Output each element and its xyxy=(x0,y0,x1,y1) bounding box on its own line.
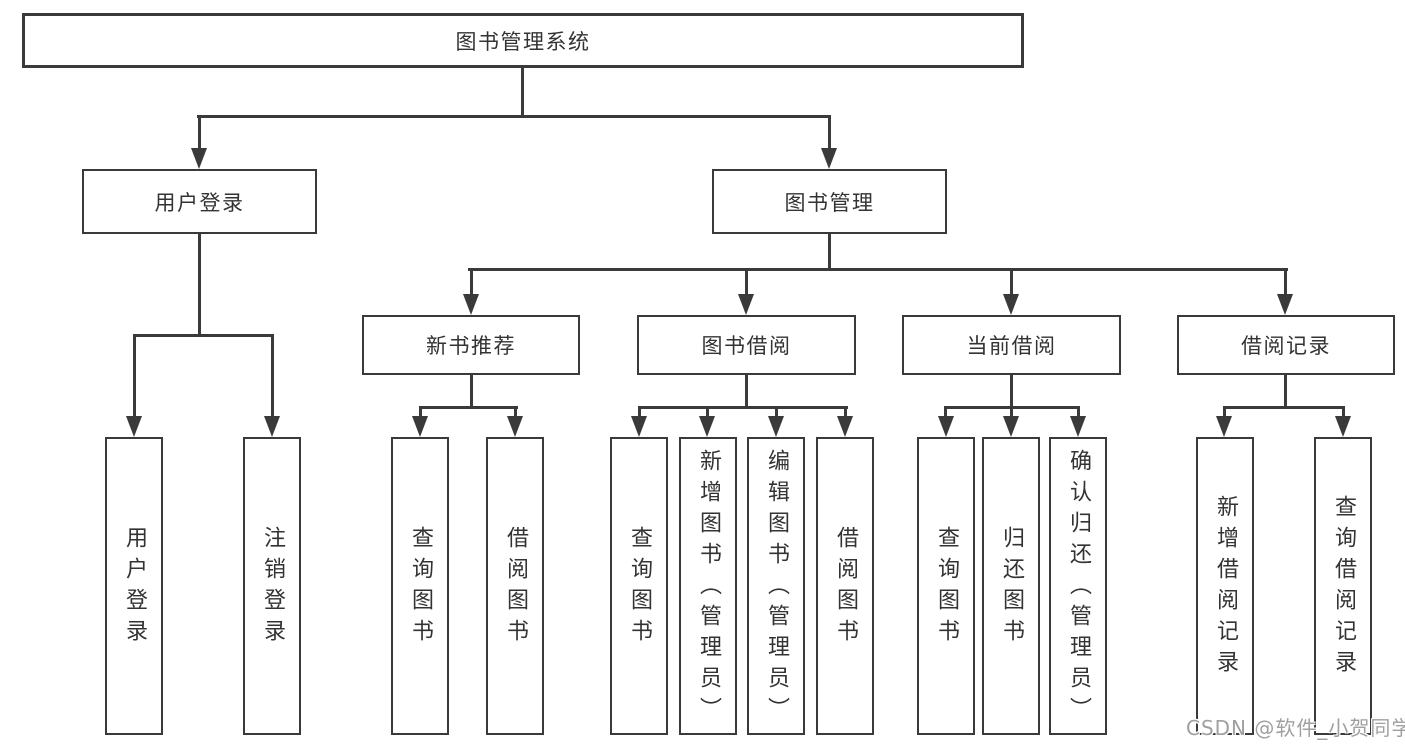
edge-drop xyxy=(775,406,778,416)
arrowhead xyxy=(938,416,954,437)
leaf-logout: 注销登录 xyxy=(243,437,301,735)
edge-recommend-bar xyxy=(419,406,518,409)
node-current-borrow: 当前借阅 xyxy=(902,315,1121,375)
arrowhead xyxy=(738,294,754,315)
arrowhead xyxy=(1070,416,1086,437)
leaf-add-books-admin: 新增图书（管理员） xyxy=(679,437,737,735)
edge-drop-user-login xyxy=(198,115,201,148)
arrowhead xyxy=(821,148,837,169)
arrowhead xyxy=(191,148,207,169)
edge-level2-bar xyxy=(468,268,1288,271)
edge-drop-leaf-user-login xyxy=(133,334,136,416)
edge-book-management-trunk xyxy=(828,234,831,270)
edge-drop xyxy=(1223,406,1226,416)
node-library-management-system: 图书管理系统 xyxy=(22,13,1024,68)
edge-drop xyxy=(706,406,709,416)
arrowhead xyxy=(1003,416,1019,437)
arrowhead xyxy=(126,416,142,437)
leaf-return-books: 归还图书 xyxy=(982,437,1040,735)
edge-level1-bar xyxy=(197,115,831,118)
edge-drop xyxy=(1010,406,1013,416)
edge-drop-book-borrow xyxy=(745,268,748,294)
arrowhead xyxy=(463,294,479,315)
leaf-borrow-books-recommend: 借阅图书 xyxy=(486,437,544,735)
arrowhead xyxy=(1003,294,1019,315)
arrowhead xyxy=(631,416,647,437)
edge-drop xyxy=(1077,406,1080,416)
leaf-query-books-current: 查询图书 xyxy=(917,437,975,735)
edge-drop xyxy=(944,406,947,416)
edge-recommend-trunk xyxy=(470,375,473,408)
leaf-add-borrow-record: 新增借阅记录 xyxy=(1196,437,1254,735)
leaf-borrow-books: 借阅图书 xyxy=(816,437,874,735)
edge-drop-current-borrow xyxy=(1010,268,1013,294)
node-book-management: 图书管理 xyxy=(712,169,947,234)
watermark: CSDN @软件_小贺同学 xyxy=(1186,716,1405,740)
leaf-query-books-recommend: 查询图书 xyxy=(391,437,449,735)
leaf-query-books-borrow: 查询图书 xyxy=(610,437,668,735)
arrowhead xyxy=(768,416,784,437)
edge-user-login-trunk xyxy=(198,234,201,336)
edge-records-trunk xyxy=(1284,375,1287,408)
arrowhead xyxy=(837,416,853,437)
node-borrow-records: 借阅记录 xyxy=(1177,315,1395,375)
node-book-borrow: 图书借阅 xyxy=(637,315,856,375)
edge-drop-new-book-recommend xyxy=(470,268,473,294)
arrowhead xyxy=(412,416,428,437)
leaf-query-borrow-record: 查询借阅记录 xyxy=(1314,437,1372,735)
arrowhead xyxy=(1277,294,1293,315)
arrowhead xyxy=(699,416,715,437)
edge-records-bar xyxy=(1223,406,1345,409)
node-new-book-recommend: 新书推荐 xyxy=(362,315,580,375)
edge-drop-borrow-records xyxy=(1284,268,1287,294)
edge-drop xyxy=(514,406,517,416)
leaf-confirm-return-admin: 确认归还（管理员） xyxy=(1049,437,1107,735)
arrowhead xyxy=(1216,416,1232,437)
arrowhead xyxy=(507,416,523,437)
edge-drop xyxy=(844,406,847,416)
edge-drop xyxy=(419,406,422,416)
edge-user-login-bar xyxy=(133,334,274,337)
leaf-edit-books-admin: 编辑图书（管理员） xyxy=(747,437,805,735)
edge-borrow-trunk xyxy=(745,375,748,408)
edge-drop xyxy=(638,406,641,416)
arrowhead xyxy=(264,416,280,437)
arrowhead xyxy=(1335,416,1351,437)
leaf-user-login: 用户登录 xyxy=(105,437,163,735)
edge-drop xyxy=(1342,406,1345,416)
edge-borrow-bar xyxy=(638,406,848,409)
node-user-login: 用户登录 xyxy=(82,169,317,234)
edge-root-trunk xyxy=(521,68,524,118)
edge-drop-book-management xyxy=(828,115,831,148)
edge-drop-leaf-logout xyxy=(271,334,274,416)
edge-current-trunk xyxy=(1010,375,1013,408)
